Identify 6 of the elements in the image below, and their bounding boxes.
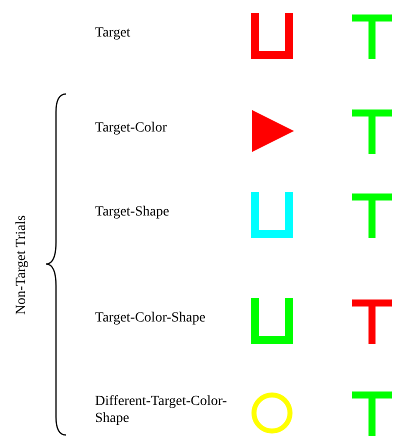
condition-label: Different-Target-Color-Shape <box>95 393 228 427</box>
condition-label: Target-Shape <box>95 204 170 220</box>
condition-label: Target <box>95 24 132 42</box>
condition-label: Target-Color <box>95 120 168 136</box>
condition-label: Target-Color-Shape <box>95 310 206 326</box>
axis-label: Non-Target Trials <box>14 215 30 315</box>
